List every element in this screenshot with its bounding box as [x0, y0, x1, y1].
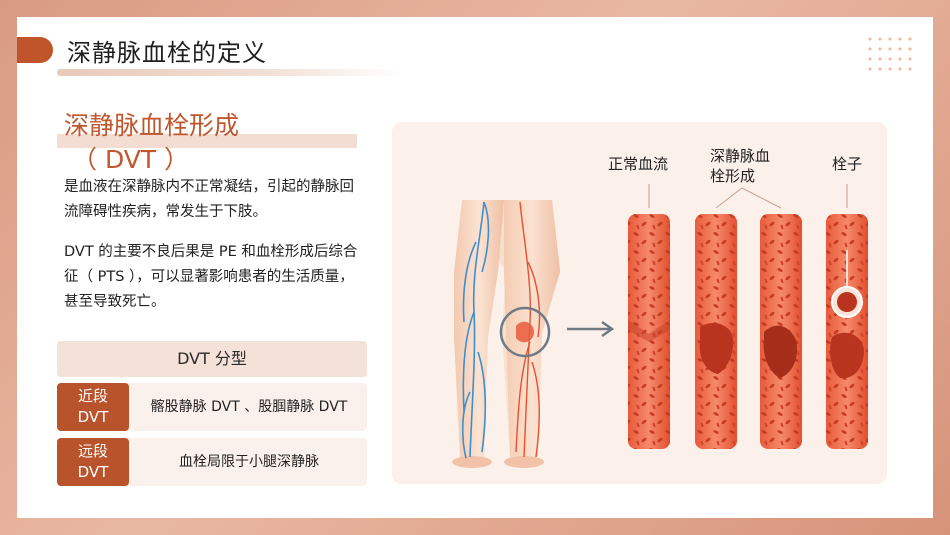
- consequence-paragraph: DVT 的主要不良后果是 PE 和血栓形成后综合征（ PTS ），可以显著影响患…: [64, 244, 358, 310]
- illustration-panel: 正常血流 深静脉血 栓形成 栓子: [392, 122, 887, 484]
- vessel-embolus: [826, 214, 868, 449]
- dvt-illustration: [452, 184, 868, 468]
- section-subtitle-abbr: （ DVT ）: [72, 145, 190, 174]
- badge-line2: DVT: [77, 463, 109, 481]
- badge-line2: DVT: [77, 408, 109, 426]
- slide: 深静脉血栓的定义 深静脉血栓形成 （ DVT ） 是血液在深静脉内不正常凝结，引…: [17, 17, 933, 518]
- badge-line1: 远段: [77, 442, 108, 460]
- arrow-right-icon: [567, 320, 615, 338]
- vessel-normal: [628, 214, 670, 449]
- subtitle-highlight-band: [57, 134, 357, 148]
- vein-network: [461, 201, 490, 459]
- decorative-dot-grid: [865, 34, 915, 76]
- title-underline: [57, 69, 402, 76]
- label-connectors: [648, 184, 848, 209]
- vessel-dvt-2: [760, 214, 802, 449]
- page-title: 深静脉血栓的定义: [67, 39, 267, 67]
- label-dvt-formation-line2: 栓形成: [710, 167, 756, 185]
- vessel-dvt-1: [695, 214, 737, 449]
- label-embolus: 栓子: [832, 155, 863, 173]
- dvt-type-description: 血栓局限于小腿深静脉: [179, 454, 319, 470]
- title-accent-tab: [17, 37, 53, 63]
- artery-network: [515, 201, 541, 458]
- dvt-type-badge: 近段 DVT: [57, 383, 129, 431]
- dvt-type-description: 髂股静脉 DVT 、股腘静脉 DVT: [150, 399, 348, 415]
- dvt-type-row-proximal: 近段 DVT 髂股静脉 DVT 、股腘静脉 DVT: [57, 383, 367, 431]
- badge-line1: 近段: [77, 387, 108, 405]
- dvt-type-badge: 远段 DVT: [57, 438, 129, 486]
- definition-paragraph: 是血液在深静脉内不正常凝结，引起的静脉回流障碍性疾病，常发生于下肢。: [64, 179, 354, 220]
- dvt-type-row-distal: 远段 DVT 血栓局限于小腿深静脉: [57, 438, 367, 486]
- label-dvt-formation-line1: 深静脉血: [710, 147, 771, 165]
- magnifier-circle: [499, 306, 551, 358]
- section-subtitle: 深静脉血栓形成: [64, 111, 240, 140]
- label-normal-flow: 正常血流: [608, 155, 669, 173]
- dvt-types-header: DVT 分型: [57, 341, 367, 377]
